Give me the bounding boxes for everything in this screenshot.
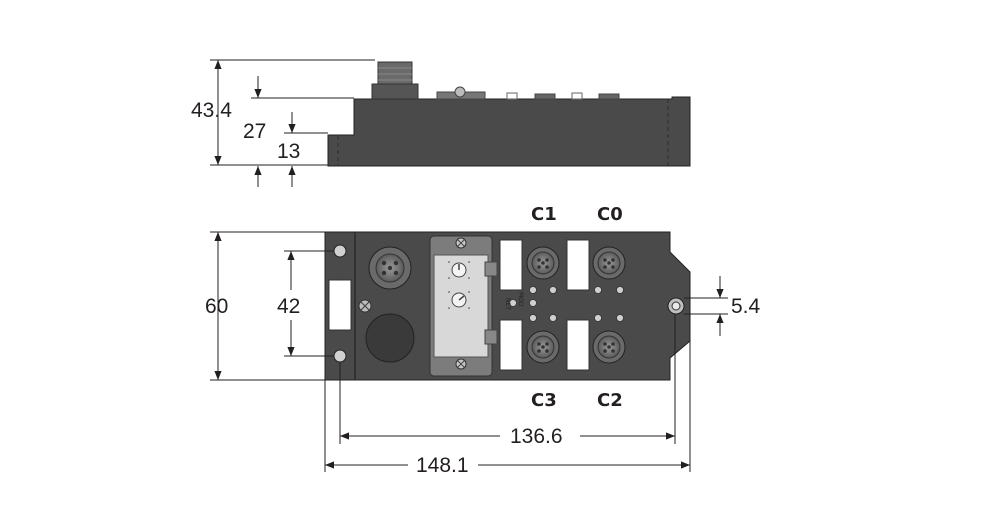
port-c1 <box>526 246 560 280</box>
status-leds <box>509 286 624 322</box>
label-c0 <box>566 239 590 291</box>
cover-cap <box>365 313 415 363</box>
label-c3 <box>499 319 523 371</box>
dim-hole-spacing: 42 <box>277 295 300 318</box>
dim-hole-length: 136.6 <box>510 425 563 448</box>
m12-connector-side <box>371 61 419 100</box>
power-connector <box>368 246 412 290</box>
dim-slot: 5.4 <box>731 295 761 318</box>
dim-top-height: 60 <box>205 295 228 318</box>
led-label-mod: MOD <box>517 292 524 307</box>
port-label-c2: C2 <box>597 390 623 411</box>
label-c1 <box>499 239 523 291</box>
side-housing <box>327 96 691 167</box>
port-label-c0: C0 <box>597 204 623 225</box>
port-c2 <box>592 330 626 364</box>
port-label-c3: C3 <box>531 390 557 411</box>
top-view: MOD NET C1 C0 C3 C2 60 42 5.4 136.6 <box>205 204 761 477</box>
dim-side-mid: 27 <box>243 120 266 143</box>
label-c2 <box>566 319 590 371</box>
port-label-c1: C1 <box>531 204 557 225</box>
dim-side-height: 43.4 <box>191 99 232 122</box>
port-c3 <box>526 330 560 364</box>
side-view: 43.4 27 13 <box>191 59 691 187</box>
led-label-net: NET <box>504 298 511 310</box>
switch-window <box>429 235 498 377</box>
dim-side-low: 13 <box>277 140 300 163</box>
dim-total-length: 148.1 <box>416 454 469 477</box>
port-c0 <box>592 246 626 280</box>
label-slot-left <box>328 279 352 331</box>
